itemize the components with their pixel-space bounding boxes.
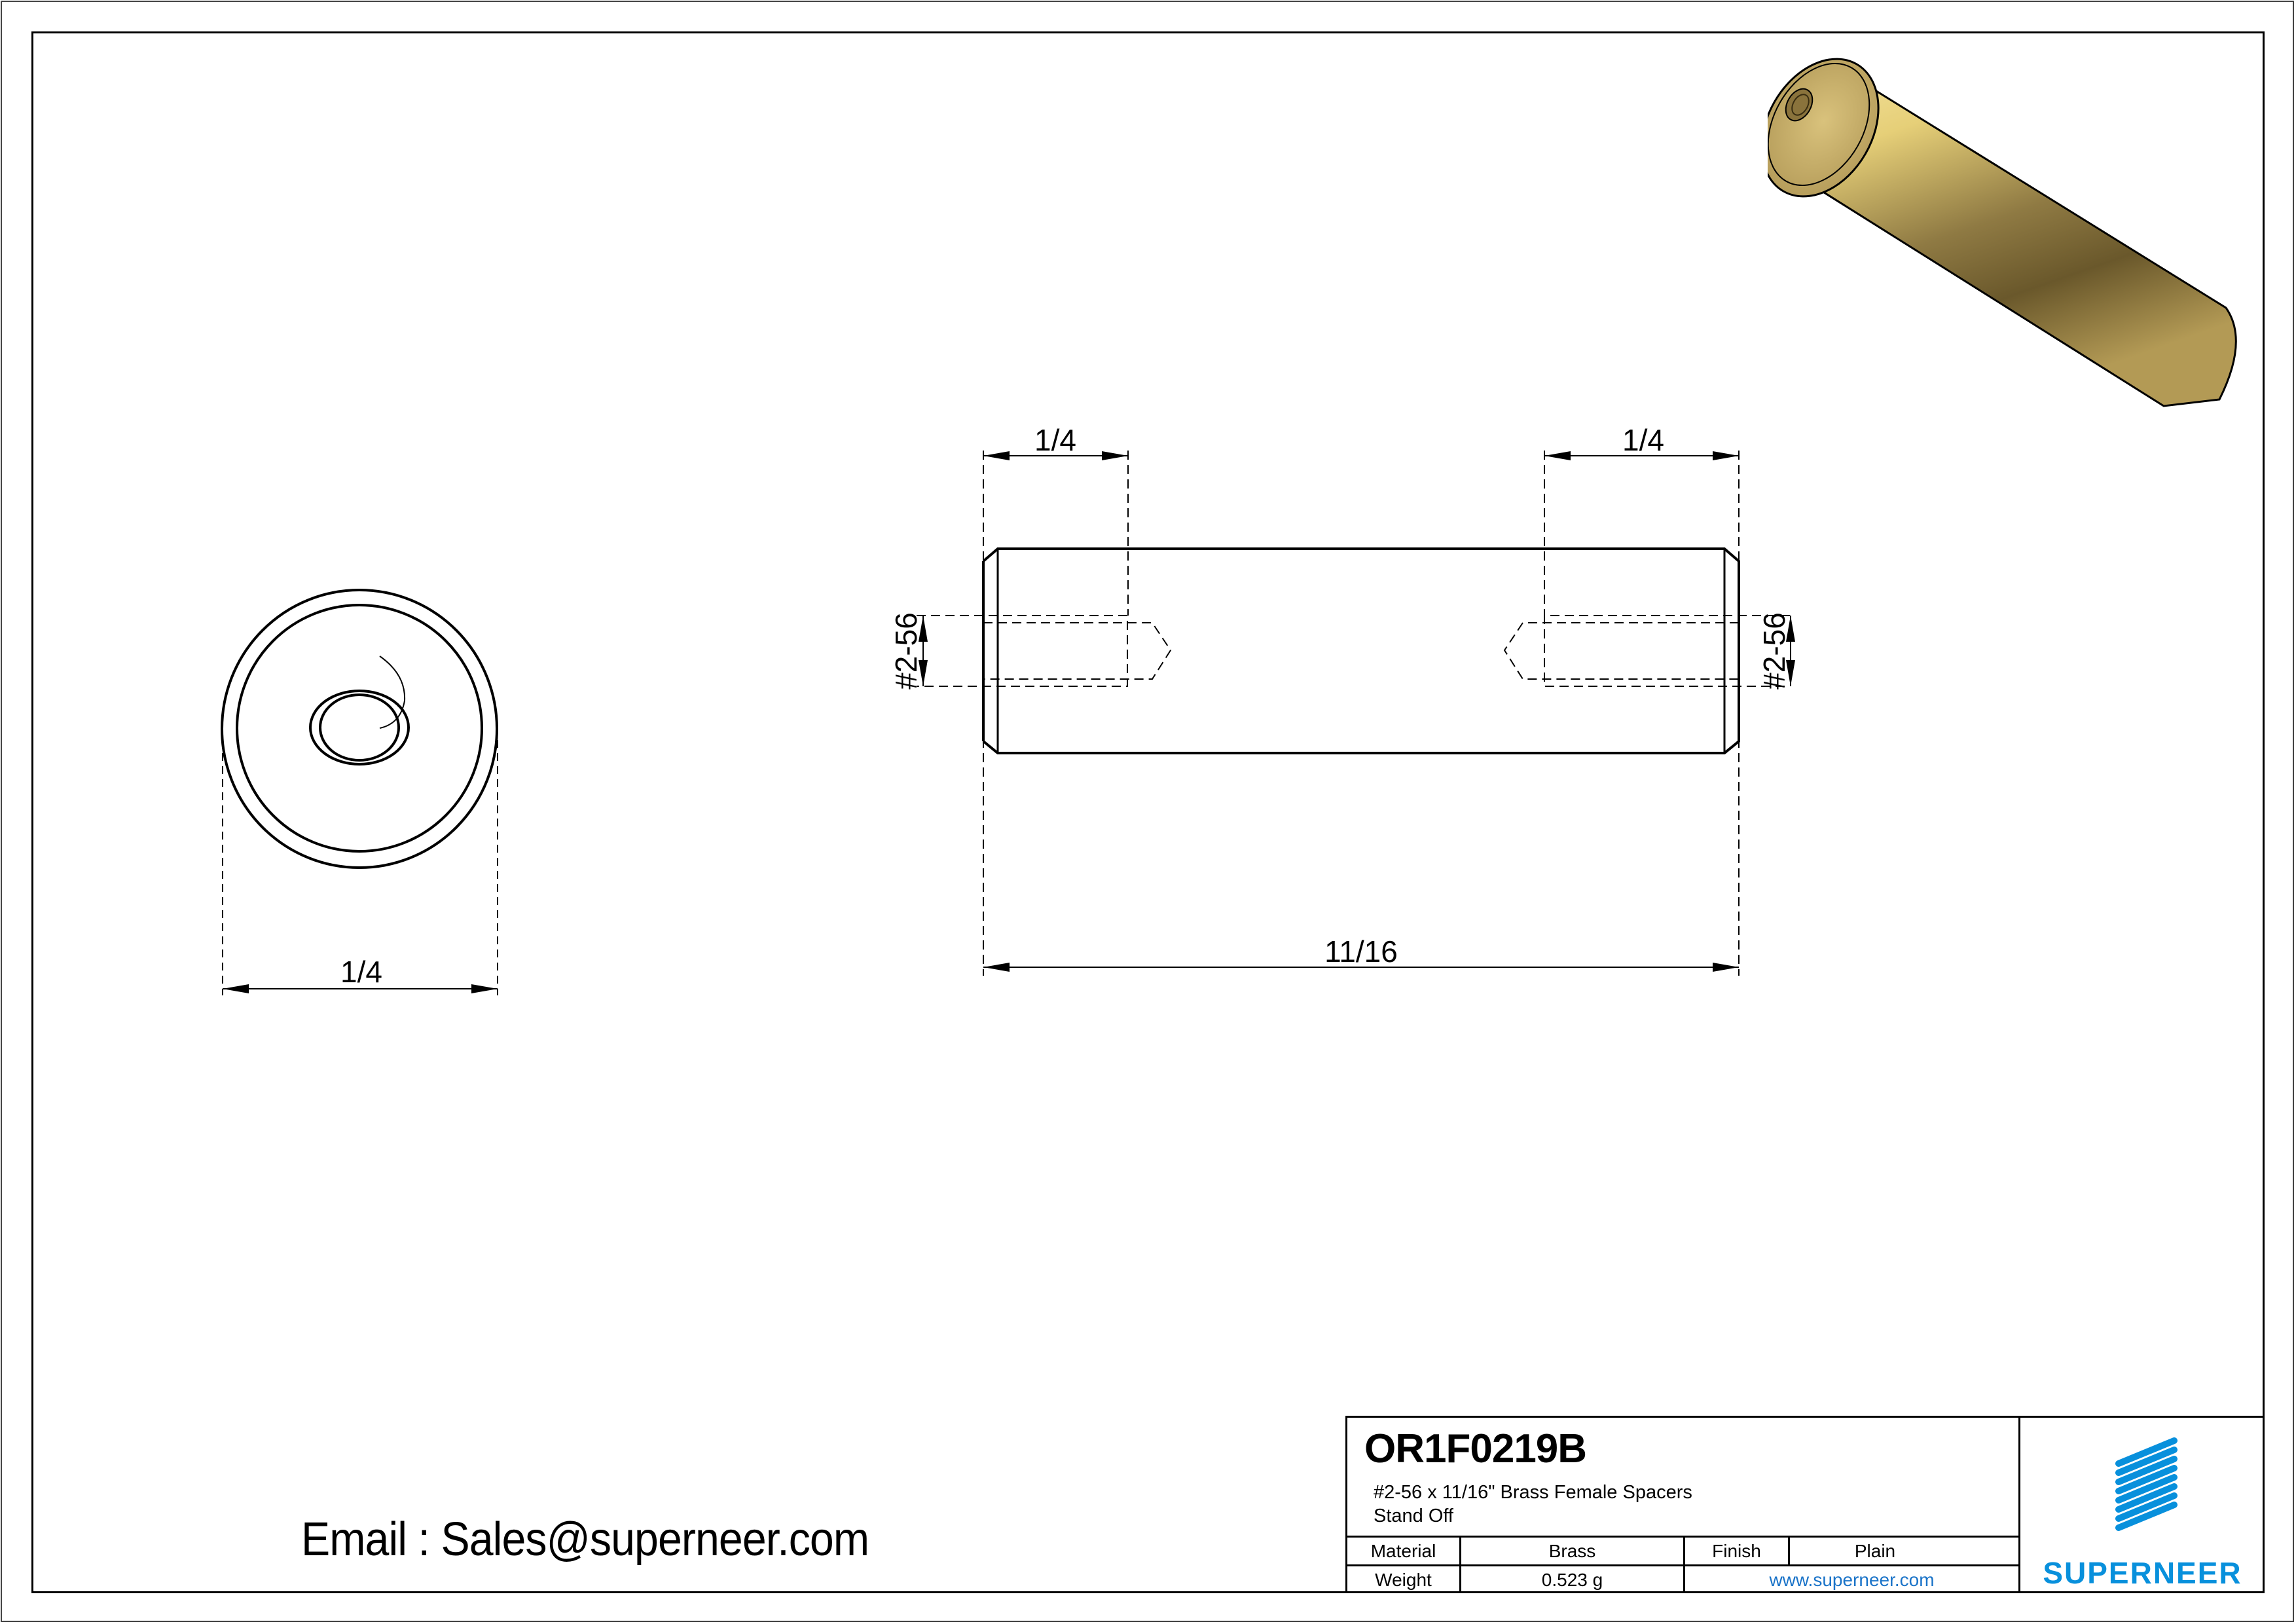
side-view: 1/4 1/4 #2-56 #2-56 11/16 bbox=[889, 423, 1795, 976]
table-row: Material Brass Finish Plain bbox=[1347, 1536, 2018, 1564]
logo-wordmark: SUPERNEER bbox=[2043, 1556, 2242, 1590]
table-row: Weight 0.523 g www.superneer.com bbox=[1347, 1564, 2018, 1593]
right-thread-depth-dim: 1/4 bbox=[1622, 423, 1664, 457]
end-view-diameter-dim: 1/4 bbox=[340, 955, 382, 989]
end-view: 1/4 bbox=[221, 589, 498, 995]
title-block: OR1F0219B #2-56 x 11/16" Brass Female Sp… bbox=[1345, 1416, 2265, 1593]
material-value: Brass bbox=[1461, 1538, 1685, 1564]
part-description: #2-56 x 11/16" Brass Female Spacers bbox=[1374, 1482, 1692, 1503]
weight-label: Weight bbox=[1347, 1566, 1461, 1593]
part-subdescription: Stand Off bbox=[1374, 1505, 1453, 1526]
weight-value: 0.523 g bbox=[1461, 1566, 1685, 1593]
company-logo: SUPERNEER bbox=[2020, 1418, 2265, 1593]
isometric-render bbox=[1760, 33, 2278, 432]
title-block-info: OR1F0219B #2-56 x 11/16" Brass Female Sp… bbox=[1347, 1418, 2020, 1593]
left-thread-callout: #2-56 bbox=[889, 612, 923, 690]
properties-table: Material Brass Finish Plain Weight 0.523… bbox=[1347, 1536, 2018, 1593]
contact-email: Email : Sales@superneer.com bbox=[301, 1513, 869, 1566]
logo-stripes-icon bbox=[2115, 1437, 2178, 1531]
finish-label: Finish bbox=[1685, 1538, 1790, 1564]
material-label: Material bbox=[1347, 1538, 1461, 1564]
right-thread-callout: #2-56 bbox=[1757, 612, 1791, 690]
finish-value: Plain bbox=[1854, 1540, 1896, 1561]
left-thread-depth-dim: 1/4 bbox=[1034, 423, 1076, 457]
overall-length-dim: 11/16 bbox=[1324, 934, 1398, 969]
drawing-frame bbox=[31, 31, 2265, 1593]
website-link[interactable]: www.superneer.com bbox=[1769, 1569, 1935, 1590]
part-number: OR1F0219B bbox=[1364, 1426, 1587, 1471]
